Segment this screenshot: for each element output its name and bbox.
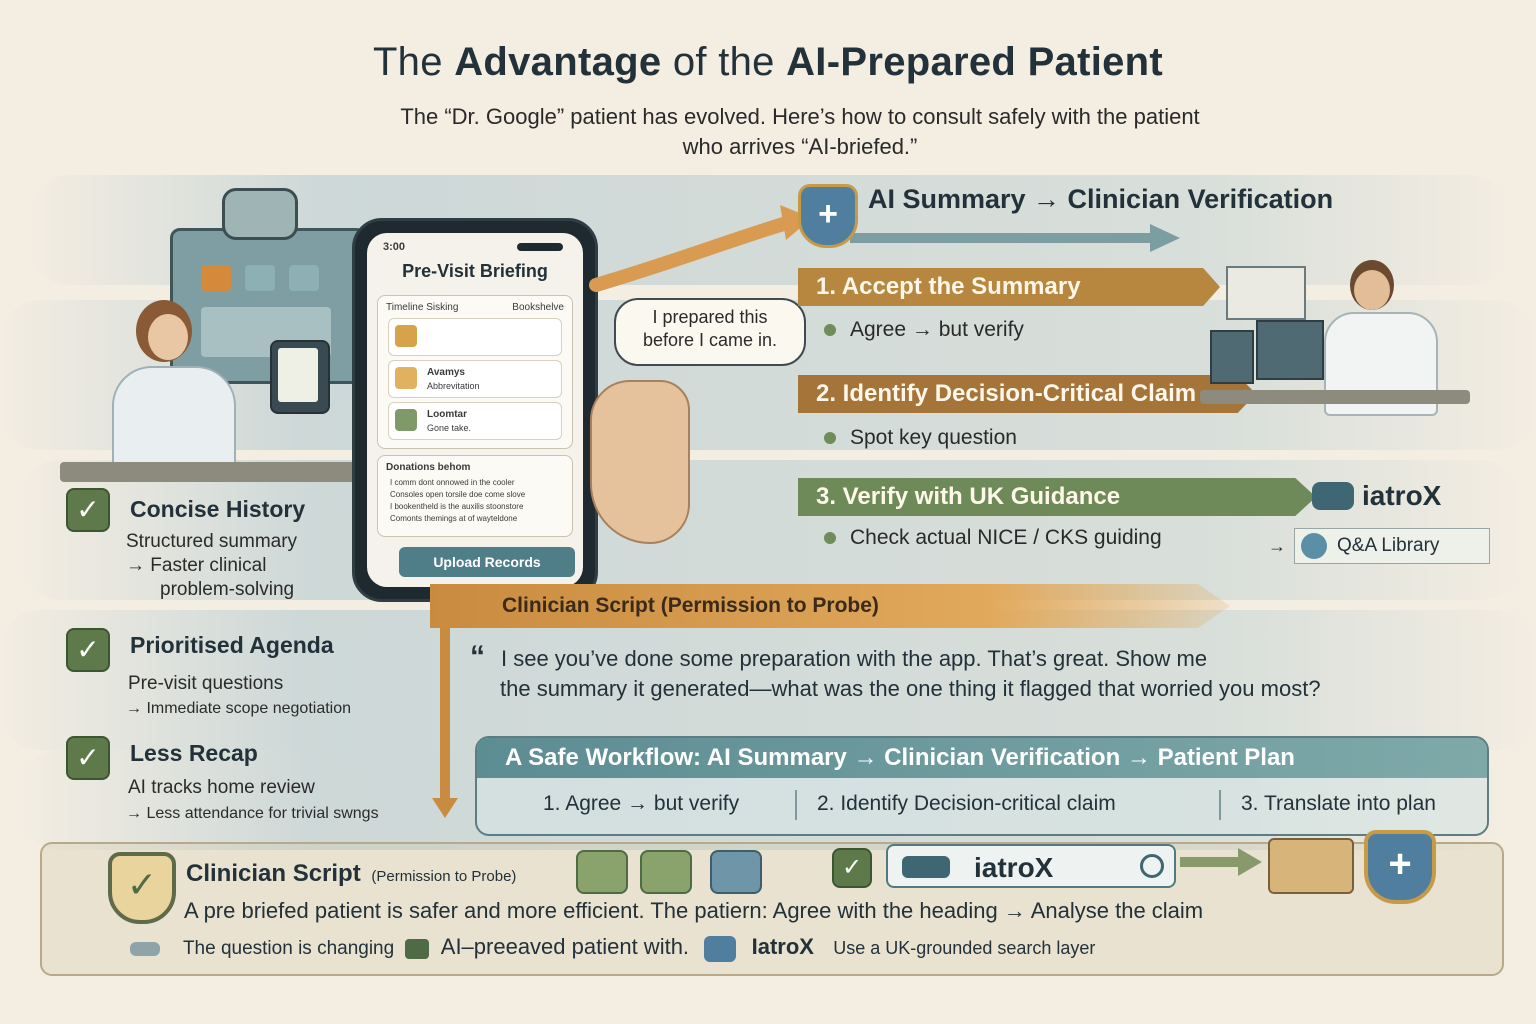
benefit-title: Prioritised Agenda: [130, 632, 334, 658]
clinician-script-banner: Clinician Script (Permission to Probe): [430, 584, 1230, 628]
card-line: Consoles open torsile doe come slove: [390, 490, 526, 499]
upload-records-button[interactable]: Upload Records: [399, 547, 575, 577]
iatrox-logo-icon: [1312, 482, 1354, 510]
workflow-step: 1. Agree → but verify: [543, 792, 740, 815]
background-wash: [0, 610, 1536, 750]
patient-speech-bubble: I prepared this before I came in.: [614, 298, 806, 366]
phone-notch: [517, 243, 563, 251]
clinician-figure: [96, 300, 246, 490]
list-item-sub: Abbrevitation: [427, 381, 480, 391]
step-bullet: Check actual NICE / CKS guiding: [824, 526, 1162, 550]
clinician-quote: “I see you’ve done some preparation with…: [470, 640, 1321, 702]
document-icon: [576, 850, 628, 894]
card-header-right: Bookshelve: [512, 302, 564, 313]
camera-device-icon: [222, 188, 298, 240]
phone-mockup: 3:00 Pre-Visit Briefing Timeline Sisking…: [352, 218, 598, 602]
donations-card: Donations behom I comm dont onnowed in t…: [377, 455, 573, 537]
list-item-label: Loomtar: [427, 409, 467, 420]
card-line: I comm dont onnowed in the cooler: [390, 478, 515, 487]
benefit-subtext: problem-solving: [160, 579, 295, 600]
verification-heading: AI Summary → Clinician Verification: [868, 184, 1334, 214]
iatrox-logo-text: iatroX: [1362, 480, 1442, 511]
checkmark-icon: ✓: [66, 628, 110, 672]
hand-holding-phone: [590, 380, 690, 544]
divider: [1219, 790, 1221, 820]
step-bullet: Spot key question: [824, 426, 1017, 450]
workflow-step: 2. Identify Decision-critical claim: [817, 792, 1116, 815]
shield-plus-icon: +: [1364, 830, 1436, 904]
iatrox-search-label: iatroX: [974, 852, 1054, 883]
qa-library-label: Q&A Library: [1337, 535, 1440, 556]
bottom-summary-panel: [40, 842, 1504, 976]
step-bullet: Agree → but verify: [824, 318, 1024, 342]
benefit-title: Concise History: [130, 496, 306, 522]
card-line: Comonts themings at of wayteldone: [390, 514, 518, 523]
benefit-subtext: Pre-visit questions: [128, 673, 284, 694]
benefit-subtext: Structured summary: [126, 531, 298, 552]
benefit-subtext: → Less attendance for trivial swngs: [126, 805, 379, 822]
checkmark-icon: ✓: [66, 736, 110, 780]
qa-library-button[interactable]: Q&A Library: [1294, 528, 1490, 564]
message-icon: [710, 850, 762, 894]
safe-workflow-panel: A Safe Workflow: AI Summary → Clinician …: [475, 736, 1489, 836]
list-item-label: Avamys: [427, 367, 465, 378]
bottom-tagline: The question is changing AI–preeaved pat…: [130, 934, 1095, 962]
list-item[interactable]: Avamys Abbrevitation: [388, 360, 562, 398]
documents-stack-icon: [1268, 838, 1354, 894]
page-title: The Advantage of the AI-Prepared Patient: [372, 40, 1164, 84]
bottom-summary-line: A pre briefed patient is safer and more …: [184, 898, 1204, 923]
step-banner: 3. Verify with UK Guidance: [798, 478, 1316, 516]
benefit-subtext: → Immediate scope negotiation: [126, 700, 352, 717]
chat-bubble-icon: [640, 850, 692, 894]
briefing-card: Timeline Sisking Bookshelve Avamys Abbre…: [377, 295, 573, 449]
step-banner: 2. Identify Decision-Critical Claim: [798, 375, 1256, 413]
iatrox-logo-icon: [902, 856, 950, 878]
list-item[interactable]: [388, 318, 562, 356]
benefit-subtext: AI tracks home review: [128, 777, 315, 798]
phone-screen-title: Pre-Visit Briefing: [402, 261, 548, 281]
list-item-sub: Gone take.: [427, 423, 472, 433]
doctor-at-computer-illustration: [1200, 250, 1470, 450]
iatrox-mini-icon: [405, 938, 430, 959]
benefit-subtext: → Faster clinical: [126, 555, 267, 576]
phone-time: 3:00: [383, 241, 406, 253]
shield-check-icon: ✓: [108, 852, 176, 924]
checkmark-icon: ✓: [66, 488, 110, 532]
qa-library-icon: [1301, 533, 1327, 559]
tablet-in-hand-icon: [270, 340, 330, 414]
workflow-heading: A Safe Workflow: AI Summary → Clinician …: [477, 738, 1487, 778]
card-header: Donations behom: [386, 462, 471, 473]
bottom-script-title: Clinician Script (Permission to Probe): [186, 860, 517, 887]
search-icon[interactable]: [1140, 854, 1164, 878]
list-item[interactable]: Loomtar Gone take.: [388, 402, 562, 440]
card-line: I bookentheld is the auxilis stoonstore: [390, 502, 524, 511]
divider: [795, 790, 797, 820]
checkmark-icon: ✓: [832, 848, 872, 888]
step-banner: 1. Accept the Summary: [798, 268, 1220, 306]
iatrox-badge-icon: [704, 935, 737, 962]
benefit-title: Less Recap: [130, 740, 258, 766]
workflow-step: 3. Translate into plan: [1241, 792, 1436, 815]
bullet-icon: [130, 941, 160, 956]
iatrox-search-box[interactable]: iatroX: [886, 844, 1176, 888]
desk-surface: [60, 462, 360, 482]
arrow-right-icon: →: [1268, 536, 1286, 556]
phone-screen: 3:00 Pre-Visit Briefing Timeline Sisking…: [367, 233, 583, 587]
card-header: Timeline Sisking: [386, 302, 459, 313]
shield-plus-icon: +: [798, 184, 858, 248]
page-subtitle: The “Dr. Google” patient has evolved. He…: [400, 104, 1200, 159]
